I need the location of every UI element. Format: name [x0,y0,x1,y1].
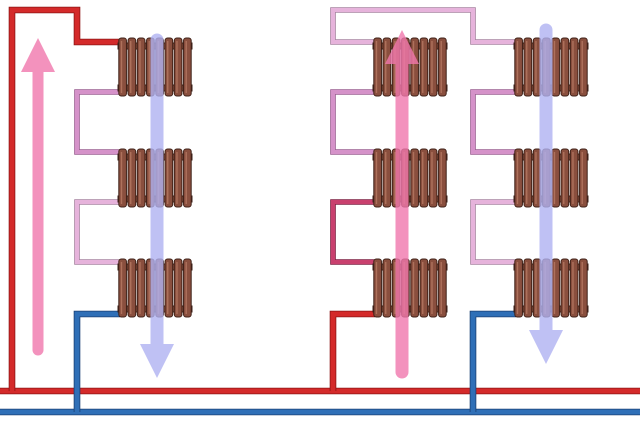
radiator-section [523,37,533,97]
left-supply-riser [8,6,120,391]
radiator-section [173,148,183,208]
flow-down-arrow-left [140,33,174,378]
left-return-pipe [73,310,120,412]
radiator-section [173,258,183,318]
radiator-section [419,258,429,318]
radiator-section [560,37,570,97]
radiator-section [136,37,146,97]
radiator-section [523,258,533,318]
radiators-layer [117,37,589,318]
radiator-section [373,258,382,318]
radiator-section [569,148,579,208]
flow-arrows-layer [21,23,563,379]
right-supply-inlet [329,310,375,391]
radiator-section [551,258,560,318]
radiator-section [523,148,533,208]
flow-down-arrow-right [529,23,563,364]
right-up-bypass-1 [330,199,375,265]
radiator-section [551,148,560,208]
radiator-section [551,37,560,97]
radiator-middle-column-3 [372,258,448,318]
right-up-bypass-2 [330,89,375,155]
radiator-section [428,148,438,208]
radiator-section [579,148,588,208]
right-down-bypass-1 [470,89,516,155]
left-bypass-1 [74,89,120,155]
radiator-section [183,37,192,97]
radiator-section [410,258,419,318]
radiator-section [164,148,174,208]
radiator-section [419,148,429,208]
radiator-section [183,148,192,208]
radiator-section [579,37,588,97]
radiator-section [118,148,127,208]
radiator-section [127,148,137,208]
right-down-bypass-2 [470,199,516,265]
pipes-layer [0,6,640,416]
radiator-section [514,37,523,97]
left-bypass-2 [74,199,120,265]
right-return-pipe [469,310,516,412]
flow-up-arrow-left [21,38,55,356]
radiator-section [419,37,429,97]
radiator-section [428,37,438,97]
radiator-section [560,148,570,208]
radiator-section [569,258,579,318]
radiator-section [438,258,447,318]
radiator-middle-column-2 [372,148,448,208]
radiator-section [164,258,174,318]
radiator-section [183,258,192,318]
flow-up-arrow-middle [385,30,419,379]
radiator-section [382,258,392,318]
radiator-section [514,258,523,318]
radiator-section [136,258,146,318]
radiator-section [164,37,174,97]
radiator-section [560,258,570,318]
radiator-section [373,37,382,97]
radiator-section [382,148,392,208]
radiator-section [373,148,382,208]
radiator-section [136,148,146,208]
radiator-section [438,148,447,208]
radiator-section [173,37,183,97]
radiator-section [127,258,137,318]
radiator-section [118,258,127,318]
radiator-section [514,148,523,208]
radiator-section [569,37,579,97]
radiator-section [118,37,127,97]
radiator-section [438,37,447,97]
radiator-section [382,37,392,97]
radiator-section [127,37,137,97]
radiator-section [410,37,419,97]
right-top-crossover [330,7,516,45]
radiator-section [579,258,588,318]
radiator-section [410,148,419,208]
radiator-section [428,258,438,318]
